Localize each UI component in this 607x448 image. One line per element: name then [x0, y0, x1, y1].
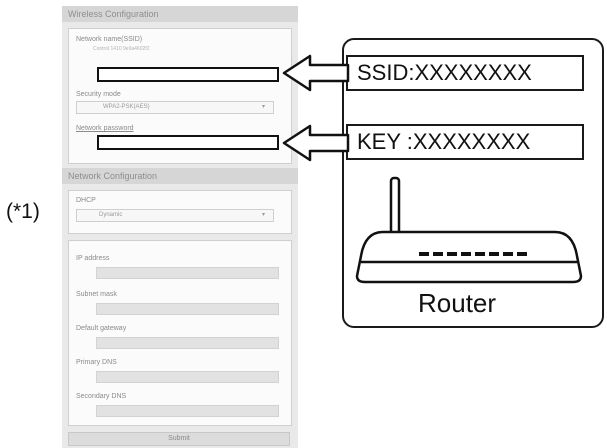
subnet-mask-label: Subnet mask: [76, 291, 117, 298]
secondary-dns-label: Secondary DNS: [76, 393, 127, 400]
dhcp-label: DHCP: [76, 197, 96, 204]
ip-address-label: IP address: [76, 255, 110, 262]
primary-dns-input[interactable]: [96, 371, 279, 383]
security-mode-value: WPA2-PSK(AES): [103, 104, 150, 110]
chevron-down-icon: ▾: [261, 212, 265, 218]
dhcp-group: DHCP Dynamic ▾: [68, 190, 292, 234]
arrow-key-icon: [282, 124, 350, 162]
primary-dns-label: Primary DNS: [76, 359, 117, 366]
default-gateway-input[interactable]: [96, 337, 279, 349]
network-config-header: Network Configuration: [62, 168, 298, 184]
submit-button[interactable]: Submit: [68, 432, 290, 446]
ssid-sticker: SSID:XXXXXXXX: [346, 55, 584, 91]
ip-address-input[interactable]: [96, 267, 279, 279]
ssid-hint: Control 1410 9e9a4602f2: [93, 46, 150, 52]
ssid-input[interactable]: [97, 67, 279, 82]
dhcp-select[interactable]: Dynamic ▾: [76, 209, 274, 222]
config-panel: Wireless Configuration Network name(SSID…: [62, 6, 298, 448]
footnote-marker: (*1): [6, 200, 40, 223]
router-icon: [355, 176, 583, 284]
security-mode-label: Security mode: [76, 91, 121, 98]
arrow-ssid-icon: [282, 54, 350, 92]
key-sticker: KEY :XXXXXXXX: [346, 124, 584, 160]
ssid-label: Network name(SSID): [76, 36, 143, 43]
subnet-mask-input[interactable]: [96, 303, 279, 315]
wireless-config-header: Wireless Configuration: [62, 6, 298, 22]
secondary-dns-input[interactable]: [96, 405, 279, 417]
router-label: Router: [418, 288, 497, 318]
ip-settings-group: IP address Subnet mask Default gateway P…: [68, 240, 292, 426]
chevron-down-icon: ▾: [261, 104, 265, 110]
dhcp-value: Dynamic: [99, 212, 123, 218]
default-gateway-label: Default gateway: [76, 325, 127, 332]
network-password-label: Network password: [76, 125, 134, 132]
wireless-config-group: Network name(SSID) Control 1410 9e9a4602…: [68, 28, 292, 164]
security-mode-select[interactable]: WPA2-PSK(AES) ▾: [76, 101, 274, 114]
network-password-input[interactable]: [97, 135, 279, 150]
